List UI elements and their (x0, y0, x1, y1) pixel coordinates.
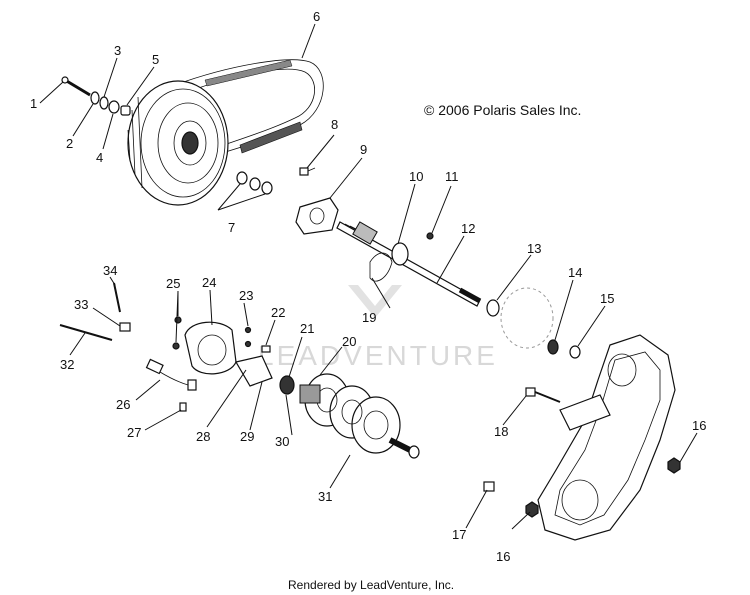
callout-12: 12 (461, 221, 475, 236)
bolt-34 (113, 282, 121, 313)
chaincase-cover (537, 334, 676, 541)
callout-15: 15 (600, 291, 614, 306)
callout-16-bottom: 16 (496, 549, 510, 564)
jackshaft (336, 221, 482, 307)
sensor-plate (172, 316, 237, 375)
washer-23b (244, 340, 252, 348)
connector-27 (179, 402, 187, 412)
callout-23: 23 (239, 288, 253, 303)
drive-clutch (127, 80, 229, 206)
callout-6: 6 (313, 9, 320, 24)
circlip-11 (426, 232, 434, 240)
sprocket-disc (500, 287, 554, 349)
callout-34: 34 (103, 263, 117, 278)
watermark-logo-icon (348, 285, 402, 318)
callout-4: 4 (96, 150, 103, 165)
callout-5: 5 (152, 52, 159, 67)
wire-32 (59, 324, 113, 341)
callout-32: 32 (60, 357, 74, 372)
nut-16-right (667, 457, 681, 474)
callout-30: 30 (275, 434, 289, 449)
callout-10: 10 (409, 169, 423, 184)
callout-31: 31 (318, 489, 332, 504)
callout-21: 21 (300, 321, 314, 336)
callout-1: 1 (30, 96, 37, 111)
bolt-8 (299, 167, 316, 176)
footer-text: Rendered by LeadVenture, Inc. (288, 578, 454, 592)
callout-11: 11 (445, 169, 459, 184)
callout-27: 27 (127, 425, 141, 440)
callout-16-right: 16 (692, 418, 706, 433)
callouts: 1 2 3 4 5 6 7 8 9 10 11 12 13 14 15 16 1… (30, 9, 706, 564)
bolt-18 (525, 387, 561, 403)
callout-26: 26 (116, 397, 130, 412)
clutch-bolt-stack (61, 76, 131, 116)
drive-belt (174, 59, 324, 161)
callout-17: 17 (452, 527, 466, 542)
seal-15 (569, 345, 581, 359)
callout-9: 9 (360, 142, 367, 157)
callout-29: 29 (240, 429, 254, 444)
bearing-plate (295, 197, 339, 235)
bolt-17 (483, 481, 495, 492)
bracket-33 (119, 322, 131, 332)
gear-21 (279, 375, 295, 395)
callout-24: 24 (202, 275, 216, 290)
gasket-29 (235, 355, 273, 387)
callout-7: 7 (228, 220, 235, 235)
callout-14: 14 (568, 265, 582, 280)
speed-sensor (145, 358, 197, 391)
washer-set (236, 171, 273, 195)
callout-33: 33 (74, 297, 88, 312)
callout-3: 3 (114, 43, 121, 58)
watermark-text: LEADVENTURE (258, 340, 498, 371)
o-ring-13 (486, 299, 500, 317)
callout-19: 19 (362, 310, 376, 325)
seal-14 (547, 339, 559, 355)
callout-28: 28 (196, 429, 210, 444)
watermark: LEADVENTURE (258, 285, 498, 371)
clip-22 (261, 345, 271, 353)
callout-2: 2 (66, 136, 73, 151)
callout-25: 25 (166, 276, 180, 291)
callout-18: 18 (494, 424, 508, 439)
callout-13: 13 (527, 241, 541, 256)
gear-assembly (299, 373, 420, 459)
callout-20: 20 (342, 334, 356, 349)
washer-23 (244, 326, 252, 334)
leader-lines (39, 23, 698, 530)
copyright-text: © 2006 Polaris Sales Inc. (424, 102, 581, 118)
callout-22: 22 (271, 305, 285, 320)
callout-8: 8 (331, 117, 338, 132)
